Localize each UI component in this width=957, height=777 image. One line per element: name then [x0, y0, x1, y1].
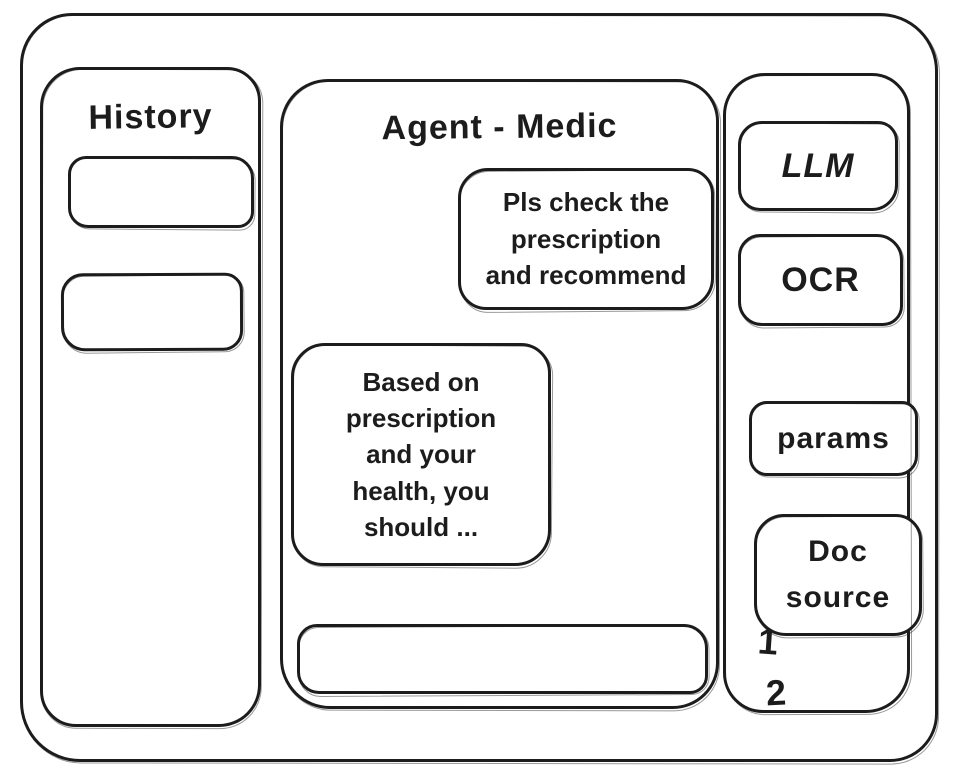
ocr-button[interactable]: OCR: [738, 234, 903, 326]
user-message-bubble: Pls check the prescription and recommend: [458, 168, 714, 310]
tools-panel: LLM OCR params Doc source 1 2: [723, 73, 922, 714]
llm-button[interactable]: LLM: [738, 121, 898, 211]
history-panel: History: [40, 67, 261, 727]
history-panel-title: History: [88, 97, 213, 137]
history-item[interactable]: [68, 156, 254, 228]
app-window-frame: History Agent - Medic Pls check the pres…: [20, 13, 938, 762]
history-item[interactable]: [60, 272, 244, 352]
doc-source-button[interactable]: Doc source: [754, 514, 922, 636]
chat-panel: Agent - Medic Pls check the prescription…: [280, 79, 719, 709]
doc-source-note-1: 1: [756, 620, 780, 663]
chat-input[interactable]: [300, 627, 705, 691]
agent-message-bubble: Based on prescription and your health, y…: [291, 343, 551, 566]
params-button[interactable]: params: [749, 401, 918, 476]
chat-input-box[interactable]: [297, 624, 708, 694]
doc-source-note-2: 2: [764, 671, 788, 714]
chat-panel-title: Agent - Medic: [381, 106, 618, 148]
